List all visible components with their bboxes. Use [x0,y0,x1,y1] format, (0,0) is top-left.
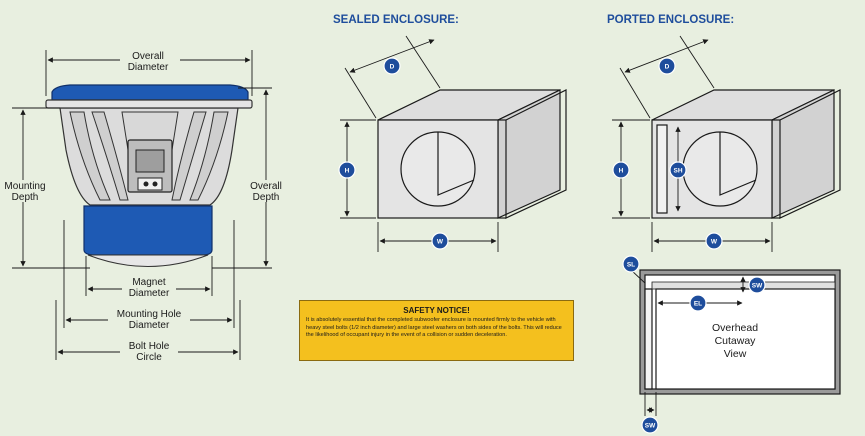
mounting-hole-label-2: Diameter [129,320,170,331]
port-slot [656,124,668,214]
woofer-surround [51,84,249,101]
magnet-base [87,254,209,267]
overall-depth-label-2: Depth [253,192,280,203]
view-line-3: View [724,348,747,360]
mounting-hole-label-1: Mounting Hole [117,309,182,320]
sealed-box [377,89,567,219]
mounting-depth-label-1: Mounting [4,181,45,192]
sealed-badge-h: H [345,168,350,175]
safety-notice-title: SAFETY NOTICE! [403,306,470,315]
safety-notice-body: It is absolutely essential that the comp… [306,317,562,339]
woofer-magnet [83,205,213,256]
sealed-badges: D H W [338,57,449,250]
view-line-1: Overhead [712,322,758,334]
view-line-2: Cutaway [715,335,757,347]
overall-diameter-label-1: Overall [132,51,164,62]
overall-depth-label-1: Overall [250,181,282,192]
ported-heading: PORTED ENCLOSURE: [607,14,734,26]
ported-badges: D H SH W [612,57,723,250]
sealed-badge-w: W [437,239,444,246]
ported-box [651,89,841,219]
mounting-depth-label-2: Depth [12,192,39,203]
ported-badge-h: H [619,168,624,175]
subwoofer-illustration [45,84,253,267]
overhead-badges: SL SW EL SW [622,255,766,434]
overhead-badge-sw-top: SW [752,283,763,290]
overhead-badge-el: EL [694,301,702,308]
terminal-connector [137,177,163,191]
magnet-diameter-label-2: Diameter [129,288,170,299]
safety-notice: SAFETY NOTICE! It is absolutely essentia… [299,300,574,361]
bolt-hole-label-1: Bolt Hole [129,341,170,352]
ported-badge-sh: SH [673,168,682,175]
sealed-heading: SEALED ENCLOSURE: [333,14,459,26]
magnet-diameter-label-1: Magnet [132,277,166,288]
overhead-view-label: Overhead Cutaway View [712,322,758,360]
woofer-flange [45,99,253,109]
ported-badge-d: D [665,64,670,71]
sealed-badge-d: D [390,64,395,71]
ported-badge-w: W [711,239,718,246]
overall-diameter-label-2: Diameter [128,62,169,73]
overhead-badge-sl: SL [627,262,635,269]
woofer-labels: Overall Diameter Mounting Depth Overall … [2,50,288,363]
bolt-hole-label-2: Circle [136,352,162,363]
overhead-badge-sw-bottom: SW [645,423,656,430]
